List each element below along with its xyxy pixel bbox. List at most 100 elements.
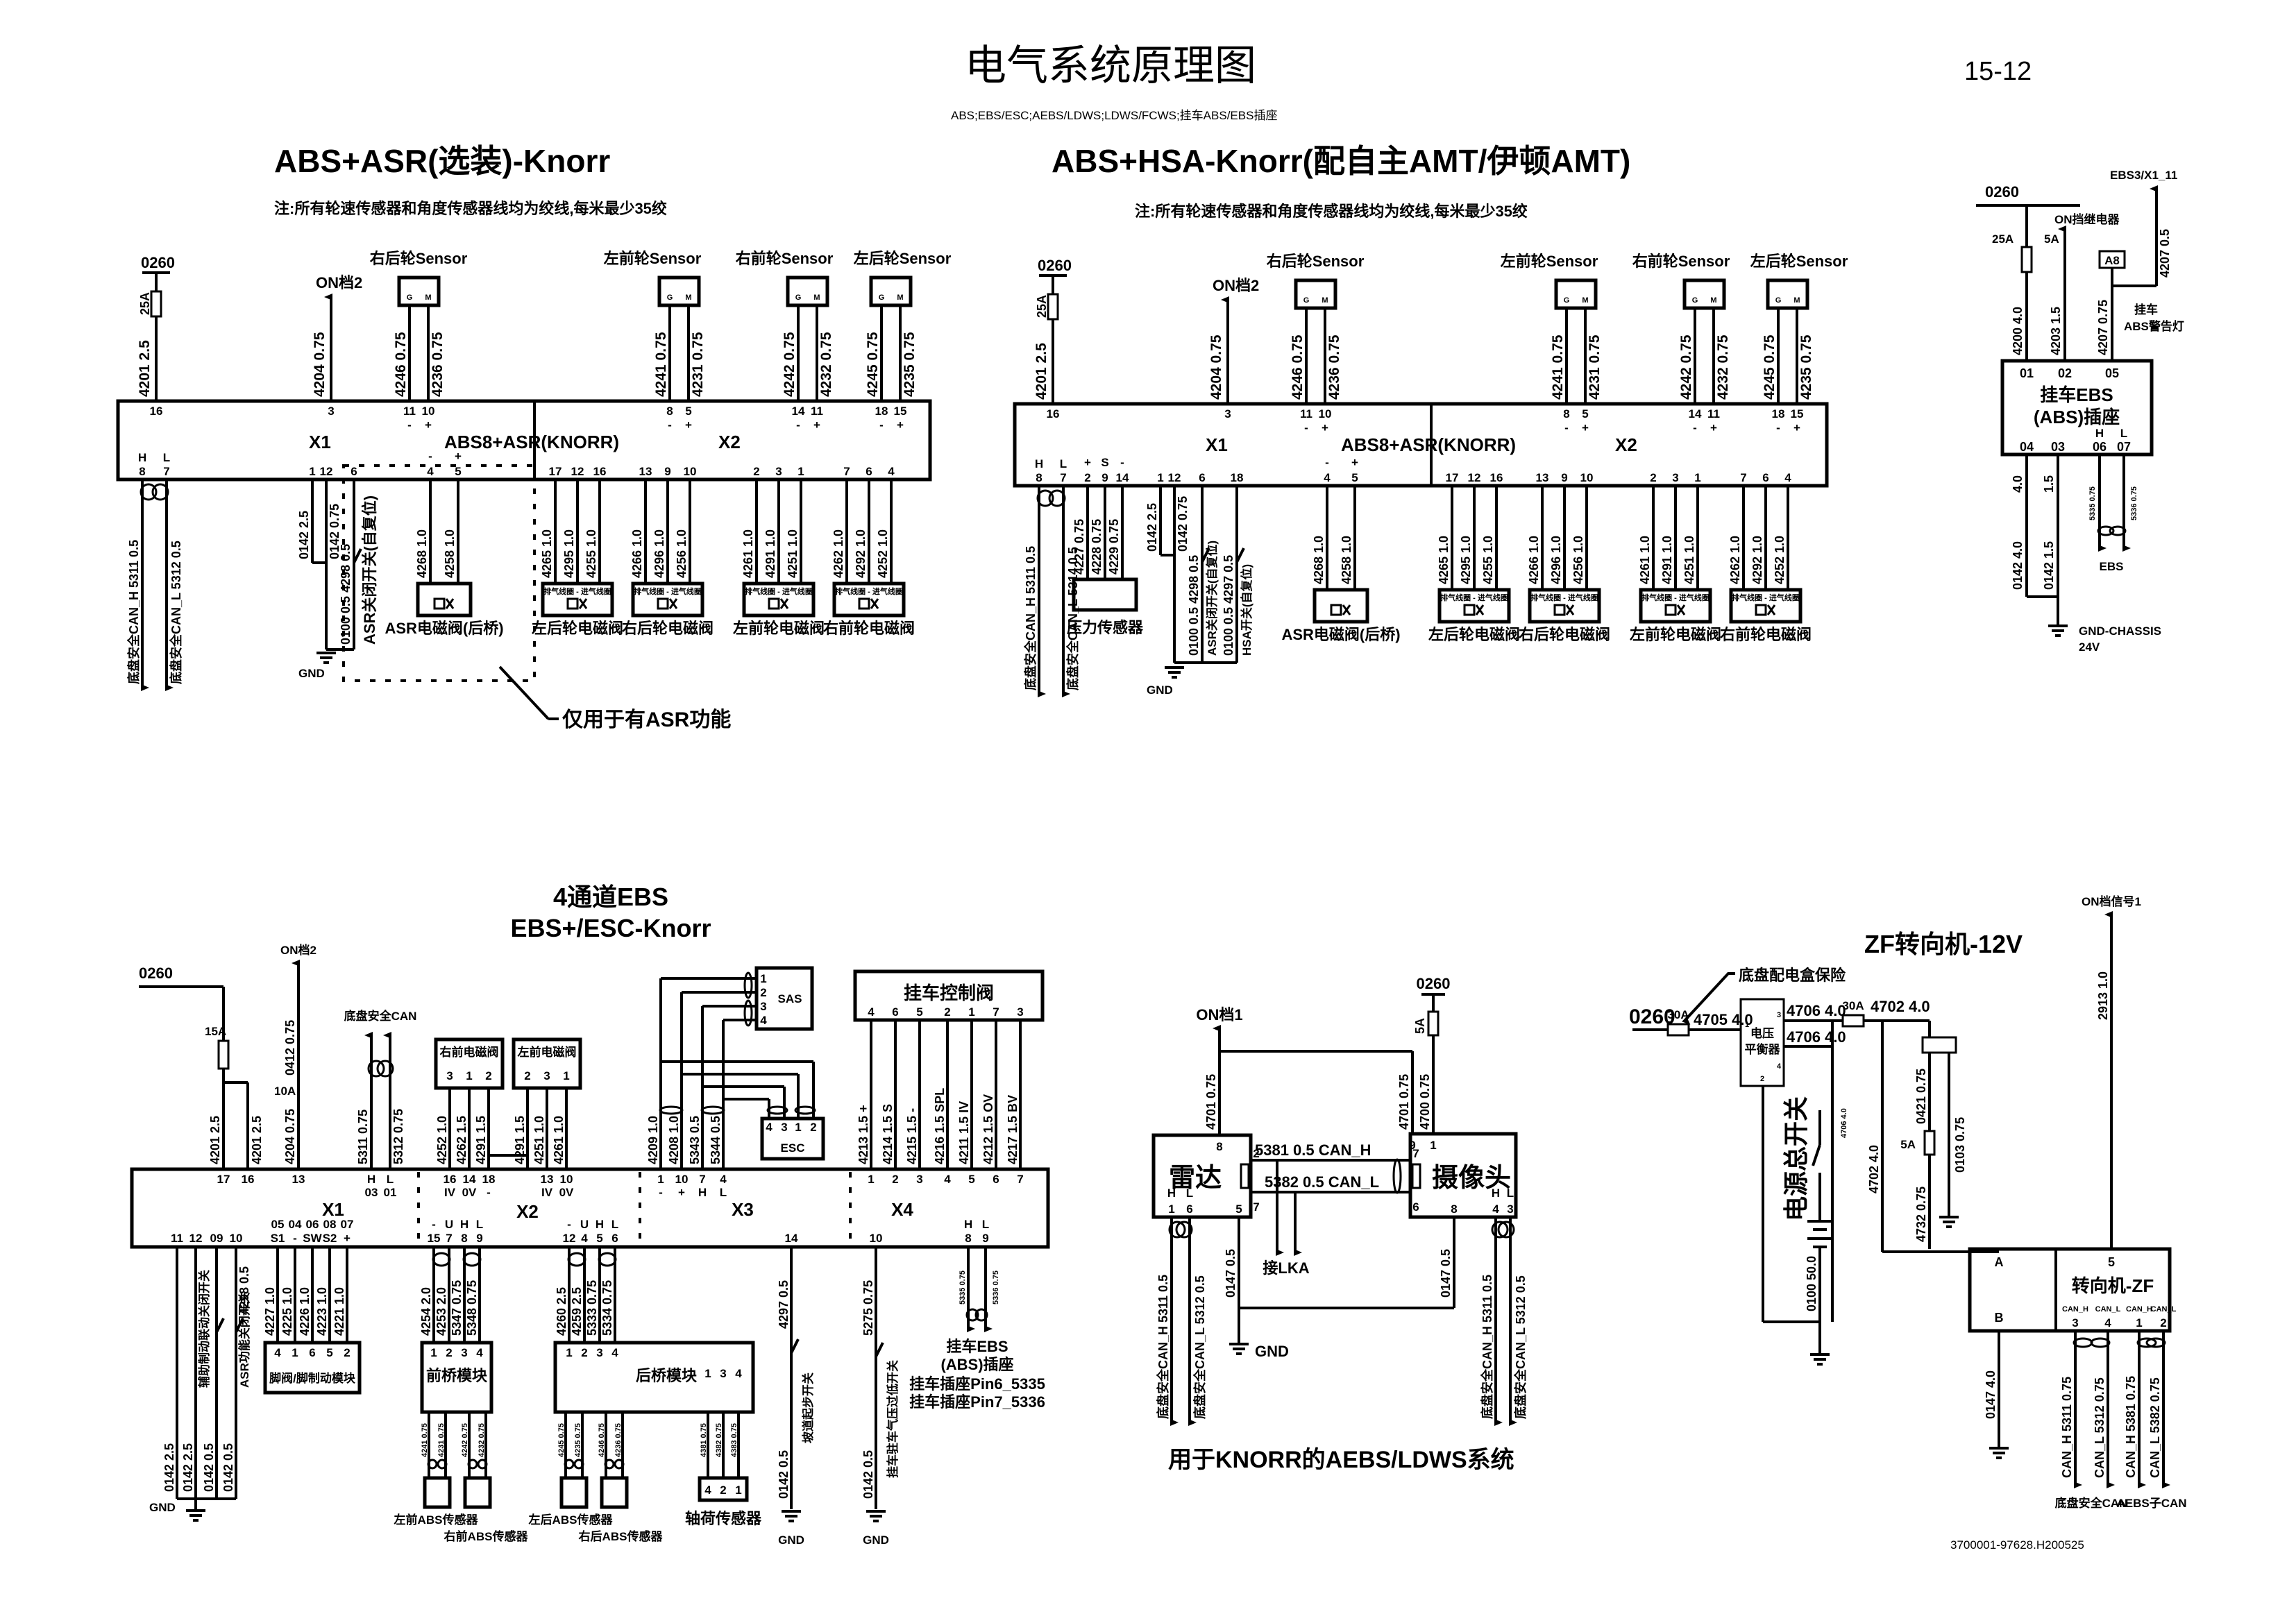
radar-pin: 8 <box>1216 1140 1222 1153</box>
abs-hsa-section <box>1013 274 1829 697</box>
valve-wire-label: 4295 1.0 <box>562 529 576 578</box>
foot-module-box <box>263 1341 362 1395</box>
twisted-pair-icon <box>573 1459 584 1470</box>
trailer-valve-pin: 6 <box>892 1005 898 1019</box>
camera-pin: 1 <box>1430 1139 1436 1152</box>
gnd-label: GND <box>149 1501 176 1514</box>
can-wire-label: 5312 0.75 <box>391 1109 405 1164</box>
abs-asr-section <box>116 271 932 720</box>
page-title: 电气系统原理图 <box>965 42 1256 89</box>
valve-wire-label: 4252 1.0 <box>1773 536 1787 584</box>
ecu-pin: 15 <box>894 405 907 418</box>
twisted-pair-icon <box>766 1105 788 1115</box>
aebs-power-0260: 0260 <box>1417 975 1451 992</box>
ecu-label: ABS8+ASR(KNORR) <box>1341 434 1516 455</box>
trailer-valve-wire-label: 4215 1.5 - <box>905 1108 919 1164</box>
can-h-wire-label: 5381 0.5 CAN_H <box>1255 1141 1371 1159</box>
balancer-label-2: 平衡器 <box>1745 1042 1781 1056</box>
hill-start-label: 坡道起步开关 <box>801 1373 815 1443</box>
ecu-pin: 7 <box>1740 471 1746 484</box>
solenoid-icon <box>858 597 879 610</box>
x4-top-pin: 4 <box>944 1173 951 1186</box>
pressure-wire-label: 4228 0.75 <box>1090 519 1104 575</box>
twisted-pair-icon <box>2145 1337 2166 1348</box>
trailer-fuse-25a: 25A <box>1992 232 2014 246</box>
zf-pin-b: B <box>1995 1311 2004 1325</box>
ecu-pin: 12 <box>1168 471 1181 484</box>
x2-top-pin: 0V <box>462 1186 477 1199</box>
wheel-sensor-box <box>869 275 913 307</box>
gnd-label: GND <box>863 1533 889 1547</box>
trailer-valve-wire-label: 4216 1.5 SPL <box>933 1088 947 1164</box>
sensor-pin-m: M <box>425 294 431 302</box>
wire-label-4201: 4201 2.5 <box>208 1116 222 1164</box>
trailer-can-label: 5336 0.75 <box>992 1271 1000 1305</box>
twisted-wire-note: 注:所有轮速传感器和角度传感器线均为绞线,每米最少35绞 <box>1135 203 1528 220</box>
ecu-pin: 2 <box>1650 471 1656 484</box>
ecu-pin: 11 <box>1300 407 1312 420</box>
x1-bottom-pin: 11 <box>171 1232 183 1245</box>
solenoid-valve-box <box>1312 588 1369 624</box>
twisted-pair-icon <box>1392 1158 1402 1194</box>
twisted-pair-icon <box>427 1459 438 1470</box>
trailer-valve-pin: 3 <box>1017 1005 1023 1019</box>
twisted-pair-icon <box>2090 1337 2111 1348</box>
ecu-pin: 17 <box>549 465 562 478</box>
valve-coil-label: 排气线圈 - 进气线圈 <box>1530 593 1598 602</box>
wire-label-5336: 5336 0.75 <box>2130 486 2138 520</box>
ecu-pin: 12 <box>1468 471 1481 484</box>
sas-pin: 3 <box>760 1000 766 1013</box>
rear-pin: 4 <box>611 1346 618 1359</box>
sensor-wire-label: 4246 0.75 <box>1290 334 1306 400</box>
wire-label-0142-15: 0142 1.5 <box>2042 541 2056 590</box>
x1-top-pin: 03 <box>365 1186 378 1199</box>
rear-wire-label: 4260 2.5 <box>555 1287 568 1336</box>
solenoid-valve-box <box>1528 588 1601 624</box>
valve-wire-label: 4262 1.0 <box>1728 536 1742 584</box>
axle-pin: 3 <box>720 1367 726 1380</box>
trailer-fuse-5a: 5A <box>2044 232 2059 246</box>
wire-label-4207: 4207 0.75 <box>2096 300 2110 355</box>
ecu-pin: 4 <box>427 465 434 478</box>
can-h-label: 底盘安全CAN_H 5311 0.5 <box>126 540 141 684</box>
solenoid-icon <box>1553 604 1575 616</box>
foot-wire-label: 4223 1.0 <box>315 1287 329 1336</box>
ecu-pin: 14 <box>1116 471 1129 484</box>
x1-bottom-pin: 09 <box>210 1232 223 1245</box>
valve-pin: 3 <box>543 1069 550 1082</box>
rear-axle-module-box <box>553 1341 755 1414</box>
wheel-sensor-label: 右前轮Sensor <box>1632 253 1730 270</box>
solenoid-icon <box>1463 604 1485 616</box>
ground-icon <box>1989 1447 2009 1459</box>
wire-label-4204: 4204 0.75 <box>283 1109 297 1164</box>
x1-bottom-pin: - <box>293 1232 297 1245</box>
x2-bottom-pin: H <box>460 1218 469 1231</box>
esc-pin: 3 <box>781 1121 787 1134</box>
foot-module-label: 脚阀/脚制动模块 <box>269 1371 356 1385</box>
ecu-pin: 9 <box>1101 471 1108 484</box>
fuse-25a-icon <box>1047 293 1059 321</box>
abs-hsa-title: ABS+HSA-Knorr(配自主AMT/伊顿AMT) <box>1052 143 1630 179</box>
pin-polarity: + <box>425 418 432 432</box>
abs-ecu <box>1013 402 1829 488</box>
sas-pin: 4 <box>760 1014 767 1027</box>
sensor-pin-m: M <box>1582 296 1588 305</box>
power-0260-label: 0260 <box>141 254 175 271</box>
ecu-pin: 1 <box>1157 471 1163 484</box>
foot-wire-label: 4225 1.0 <box>280 1287 294 1336</box>
x1-bottom-pin: 06 <box>306 1218 319 1231</box>
zf-can-wire-label: CAN_H 5311 0.75 <box>2060 1377 2074 1478</box>
sensor-wire-label: 4232 0.75 <box>1715 334 1731 400</box>
radar-label: 雷达 <box>1169 1164 1222 1193</box>
wheel-sensor-label: 左前轮Sensor <box>1501 253 1598 270</box>
wire-label-4701-b: 4701 0.75 <box>1397 1074 1411 1130</box>
twisted-pair-icon <box>598 1252 617 1267</box>
ecu-pin: 3 <box>775 465 782 478</box>
zf-can-pin: 2 <box>2160 1316 2166 1329</box>
trailer-pressure-wire-label: 5275 0.75 <box>861 1280 875 1336</box>
valve-wire-label: 4291 1.0 <box>763 529 777 578</box>
ebs4-title: 4通道EBS <box>553 883 668 911</box>
sensor-wire-label: 4236 0.75 <box>430 332 446 397</box>
solenoid-valve-box <box>1437 588 1511 624</box>
